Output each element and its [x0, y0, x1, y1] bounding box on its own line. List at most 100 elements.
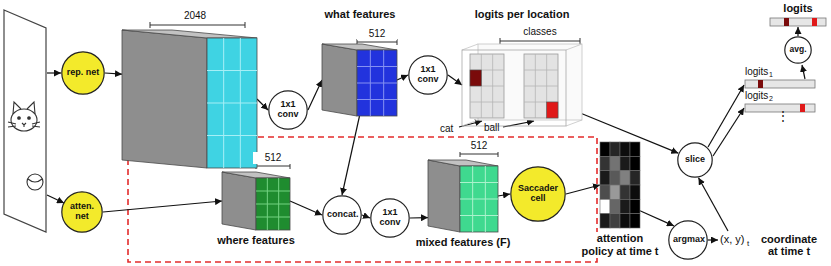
attention-cell [600, 171, 610, 185]
cat-face-lines [8, 122, 40, 127]
tensor-top-face [322, 44, 397, 50]
attention-cell [630, 214, 640, 228]
logits-box-edges [462, 44, 582, 126]
subscript-index: 2 [769, 95, 773, 103]
tensor-grid-lines [207, 38, 257, 168]
node-shape [428, 160, 498, 232]
node-shape [122, 30, 257, 168]
attention-cell [620, 214, 630, 228]
logits-vector-label: logits [745, 66, 768, 77]
operation-label: argmax [673, 235, 703, 245]
attention-cell [600, 185, 610, 199]
attention-policy-map: attention policy at time t [600, 142, 640, 228]
flow-arrow [708, 239, 718, 240]
averaged-logit-bar [770, 18, 826, 26]
operation-label: rep. net [67, 68, 100, 78]
class-label: ball [484, 122, 500, 133]
operation-circle [269, 91, 307, 129]
output-logits-title: logits [773, 2, 823, 14]
flow-arrow [797, 27, 798, 36]
node-shape [462, 44, 582, 126]
saccader-cell-circle: Saccader cell [510, 166, 566, 222]
cat-head [11, 109, 37, 131]
subscript-index: 1 [769, 71, 773, 79]
operation-circle [785, 37, 811, 63]
input-image-paper [4, 10, 46, 232]
dimension-label: 512 [253, 152, 293, 164]
representation-network-circle: rep. net [61, 51, 105, 95]
operation-label: slice [685, 155, 705, 165]
attention-cell [610, 199, 620, 213]
operation-circle [678, 143, 712, 177]
attention-cell [620, 185, 630, 199]
conv-op-circle: 1x1 conv [408, 55, 448, 95]
flow-arrow [566, 185, 600, 194]
dimension-label: 2048 [170, 10, 220, 22]
tensor-caption: where features [201, 234, 311, 247]
attention-cell [600, 199, 610, 213]
argmax-op-circle: argmax [668, 220, 708, 260]
node-shape [322, 44, 397, 116]
coordinate-caption: coordinate at time t [756, 233, 822, 257]
dimension-bracket [256, 163, 290, 169]
class-label: cat [440, 123, 453, 134]
attention-cell [630, 142, 640, 156]
operation-label: 1x1 conv [413, 65, 443, 85]
average-op-circle: avg. [784, 36, 812, 64]
slice-op-circle: slice [677, 142, 713, 178]
layout-arrows [47, 27, 805, 240]
tensor-side-face [428, 160, 460, 232]
tensor-side-face [122, 30, 207, 168]
tensor-side-face [322, 44, 357, 116]
logit-cell [784, 18, 789, 26]
flow-arrow [103, 201, 222, 212]
activated-location [547, 102, 558, 118]
concat-op-circle: concat. [322, 195, 362, 235]
flow-arrow [397, 75, 408, 80]
flow-arrow [342, 116, 360, 195]
ball-sketch [27, 174, 43, 190]
flow-arrow [802, 65, 805, 79]
flow-arrow [257, 99, 268, 110]
dimension-bracket [150, 22, 245, 28]
class-plane [524, 54, 558, 118]
operation-circle [371, 199, 409, 237]
operation-label: atten. net [66, 202, 98, 222]
cat-eye [18, 117, 21, 120]
flow-arrow [699, 178, 729, 231]
operation-label: 1x1 conv [273, 100, 303, 120]
operation-circle [669, 221, 707, 259]
flow-arrow [498, 194, 510, 196]
node-shape [600, 142, 640, 228]
attention-cell [630, 171, 640, 185]
attention-cell [610, 185, 620, 199]
operation-circle [323, 196, 361, 234]
activated-location [470, 70, 481, 86]
flow-arrow [47, 195, 64, 203]
time-subscript: t [747, 240, 749, 249]
attention-cell [620, 142, 630, 156]
dimension-bracket [500, 38, 580, 44]
flow-arrow [105, 73, 122, 74]
attention-cell [600, 214, 610, 228]
coordinate-symbol: (x, y) [720, 233, 744, 245]
attention-network-circle: atten. net [61, 191, 103, 233]
logit-cell [758, 80, 763, 88]
logits-tensor: logits per locationclasses [462, 44, 582, 126]
operation-label: avg. [789, 45, 806, 54]
ellipsis-mark: ⋮ [777, 110, 789, 123]
attention-cell [630, 156, 640, 170]
attention-cell [610, 156, 620, 170]
tensor-grid-lines [460, 166, 498, 232]
tensor-grid-lines [357, 50, 397, 116]
attention-cell [600, 156, 610, 170]
ball-outline [27, 174, 43, 190]
flow-arrow [713, 108, 744, 156]
attention-cell [610, 171, 620, 185]
attention-cell [610, 142, 620, 156]
operation-label: concat. [327, 210, 357, 220]
operation-circle [409, 56, 447, 94]
tensor-caption: attention policy at time t [580, 232, 660, 257]
tensor-spatial-face [256, 178, 290, 230]
tensor-grid-lines [256, 178, 290, 230]
